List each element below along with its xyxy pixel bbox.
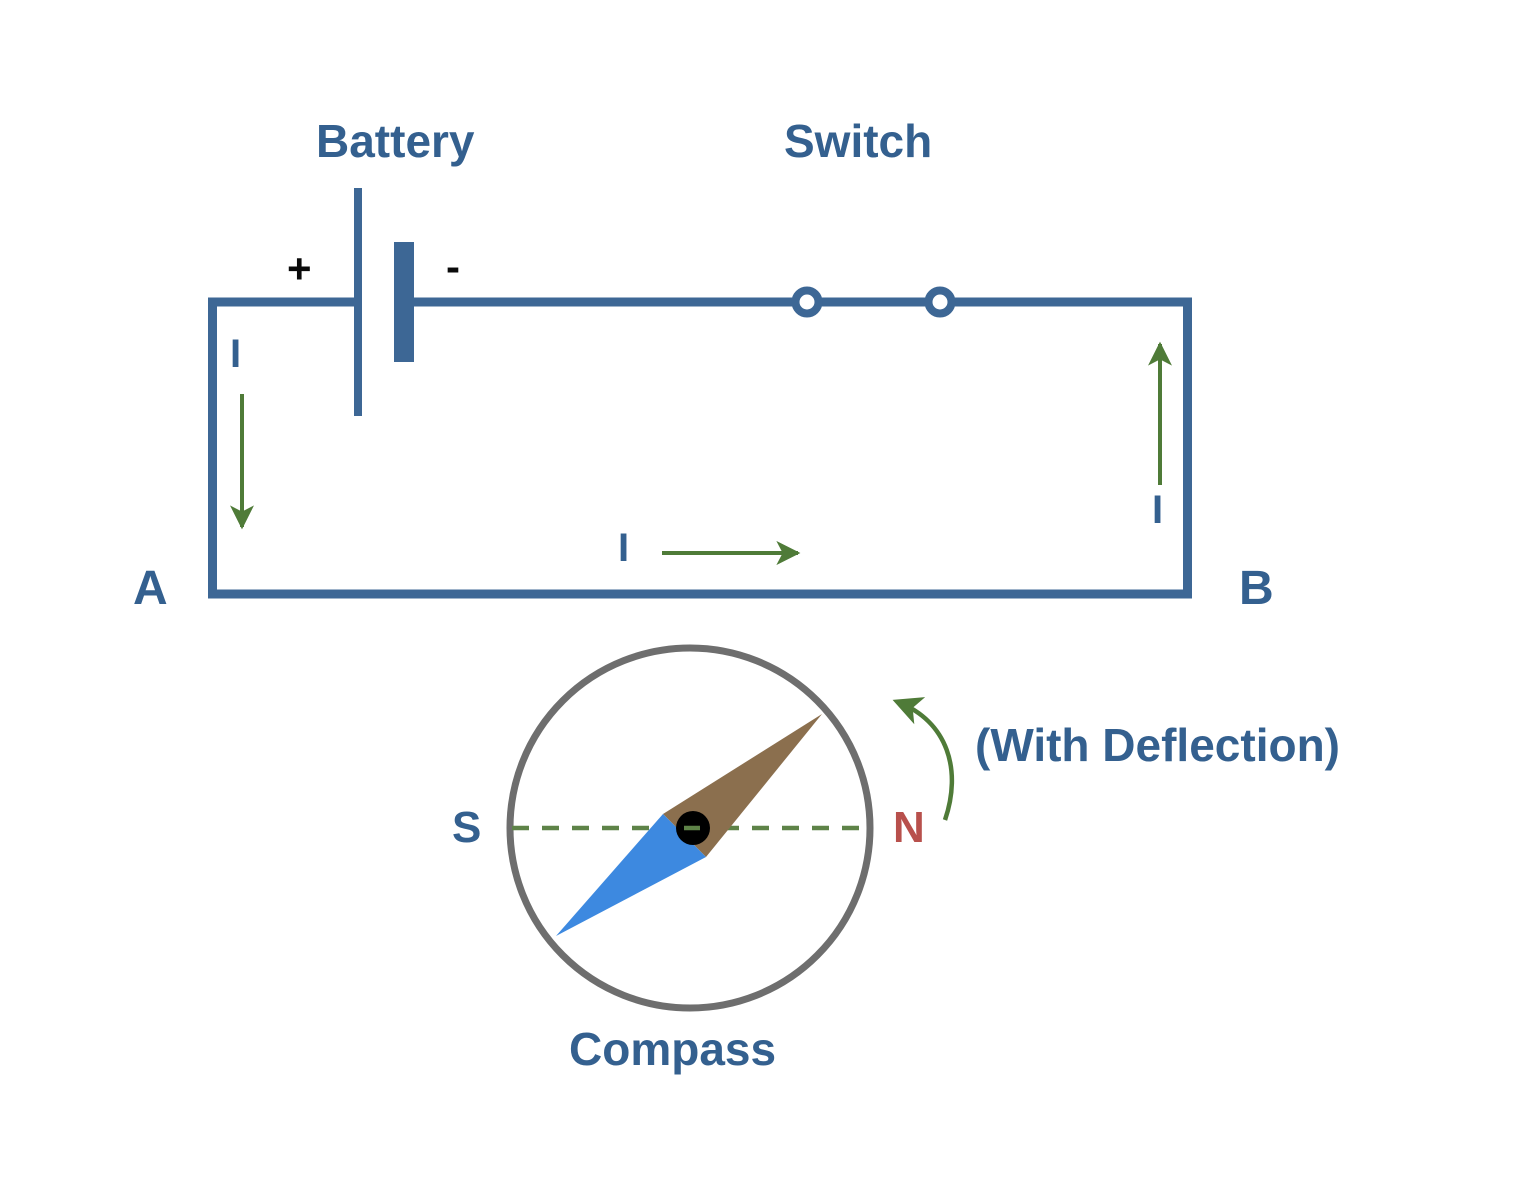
current-label-right: I — [1152, 488, 1164, 532]
battery-negative-sign: - — [446, 243, 460, 290]
battery-positive-sign: + — [287, 245, 312, 292]
terminal-label-b: B — [1239, 562, 1274, 615]
battery-symbol[interactable] — [354, 188, 414, 416]
current-label-left: I — [230, 332, 242, 376]
circuit-loop — [208, 297, 1192, 599]
current-arrows — [230, 341, 1172, 565]
compass-label-north: N — [893, 803, 925, 852]
switch-label: Switch — [784, 115, 933, 167]
battery-positive-plate — [354, 188, 362, 416]
terminal-label-a: A — [133, 562, 168, 615]
current-label-bottom: I — [618, 526, 630, 570]
compass-needle-south — [556, 814, 706, 936]
battery-negative-plate — [394, 242, 414, 362]
deflection-annotation: (With Deflection) — [975, 719, 1340, 771]
battery-label: Battery — [316, 115, 475, 167]
deflection-curved-arrow — [892, 697, 955, 821]
compass-label-south: S — [452, 803, 482, 852]
compass-widget[interactable] — [506, 644, 874, 1012]
switch-terminal-right[interactable] — [924, 286, 956, 318]
switch-symbol[interactable] — [791, 286, 956, 318]
compass-caption: Compass — [569, 1023, 777, 1075]
switch-terminal-left[interactable] — [791, 286, 823, 318]
